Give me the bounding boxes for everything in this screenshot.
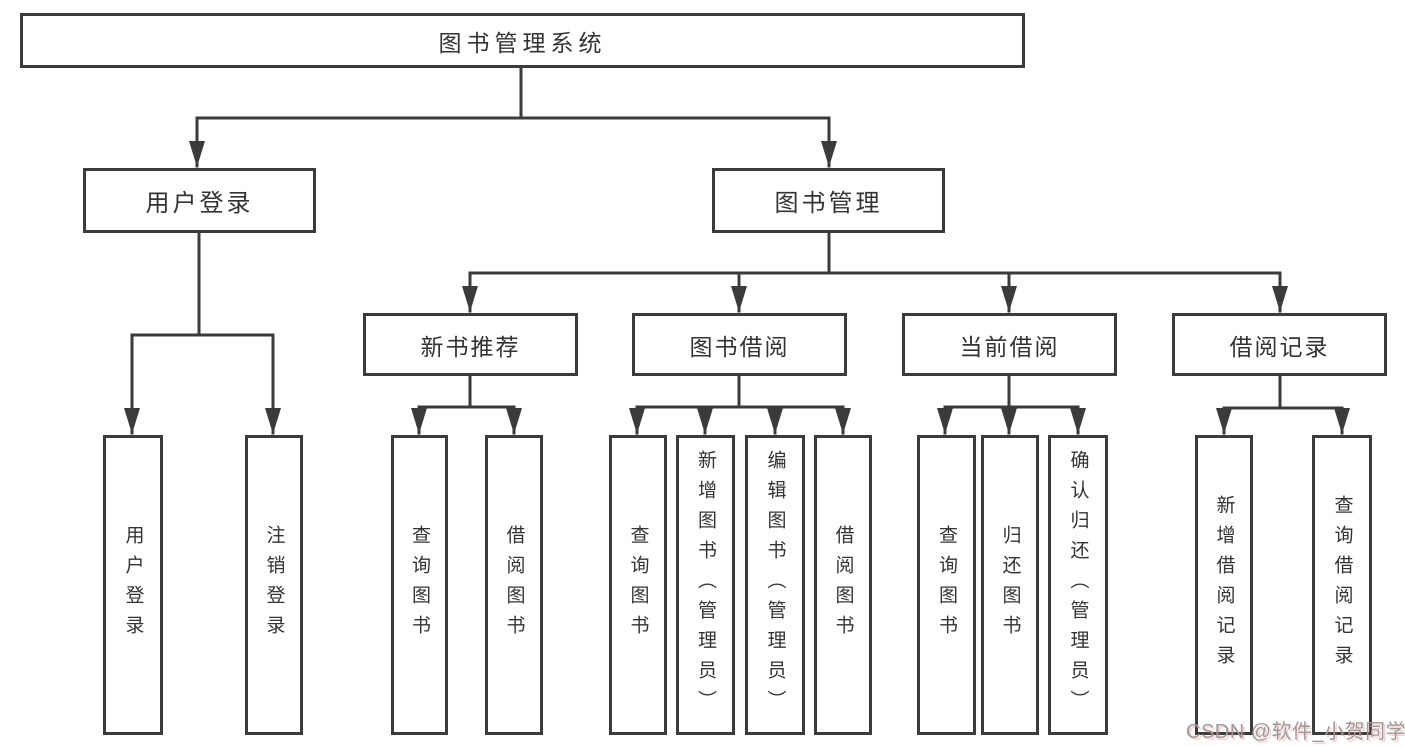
node-root-label: 图书管理系统 — [438, 29, 607, 56]
leaf-query-borrow-record-label: 查询借阅记录 — [1331, 495, 1353, 675]
leaf-confirm-return-admin: 确认归还（管理员） — [1048, 435, 1108, 735]
node-borrow-records: 借阅记录 — [1172, 313, 1387, 376]
leaf-edit-book-admin: 编辑图书（管理员） — [745, 435, 805, 735]
leaf-logout: 注销登录 — [245, 435, 303, 735]
node-book-borrow-label: 图书借阅 — [689, 333, 790, 360]
node-book-management: 图书管理 — [712, 168, 945, 233]
leaf-current-query-book-label: 查询图书 — [936, 525, 957, 645]
leaf-recommend-query-book: 查询图书 — [391, 435, 448, 735]
leaf-add-book-admin-label: 新增图书（管理员） — [695, 450, 716, 720]
node-borrow-records-label: 借阅记录 — [1229, 333, 1330, 360]
leaf-borrow-book-label: 借阅图书 — [832, 525, 854, 645]
node-user-login: 用户登录 — [83, 168, 316, 233]
leaf-return-book: 归还图书 — [981, 435, 1039, 735]
leaf-user-login-label: 用户登录 — [122, 525, 144, 645]
leaf-confirm-return-admin-label: 确认归还（管理员） — [1067, 450, 1089, 720]
node-book-borrow: 图书借阅 — [632, 313, 847, 376]
leaf-logout-label: 注销登录 — [263, 525, 285, 645]
leaf-user-login: 用户登录 — [103, 435, 163, 735]
node-book-management-label: 图书管理 — [774, 190, 883, 217]
node-user-login-label: 用户登录 — [145, 190, 254, 217]
node-new-book-recommend-label: 新书推荐 — [420, 333, 521, 360]
leaf-add-borrow-record-label: 新增借阅记录 — [1213, 495, 1235, 675]
leaf-add-book-admin: 新增图书（管理员） — [676, 435, 735, 735]
leaf-current-query-book: 查询图书 — [917, 435, 976, 735]
node-root: 图书管理系统 — [20, 13, 1025, 68]
leaf-query-borrow-record: 查询借阅记录 — [1312, 435, 1372, 735]
node-current-borrow-label: 当前借阅 — [959, 333, 1060, 360]
node-new-book-recommend: 新书推荐 — [363, 313, 578, 376]
leaf-recommend-borrow-book: 借阅图书 — [485, 435, 543, 735]
leaf-borrow-query-book-label: 查询图书 — [627, 525, 649, 645]
leaf-borrow-query-book: 查询图书 — [609, 435, 667, 735]
leaf-recommend-query-book-label: 查询图书 — [409, 525, 430, 645]
leaf-borrow-book: 借阅图书 — [814, 435, 872, 735]
node-current-borrow: 当前借阅 — [902, 313, 1117, 376]
leaf-return-book-label: 归还图书 — [999, 525, 1021, 645]
leaf-edit-book-admin-label: 编辑图书（管理员） — [764, 450, 786, 720]
leaf-add-borrow-record: 新增借阅记录 — [1195, 435, 1253, 735]
leaf-recommend-borrow-book-label: 借阅图书 — [503, 525, 525, 645]
csdn-watermark: CSDN @软件_小贺同学 — [1186, 721, 1405, 743]
